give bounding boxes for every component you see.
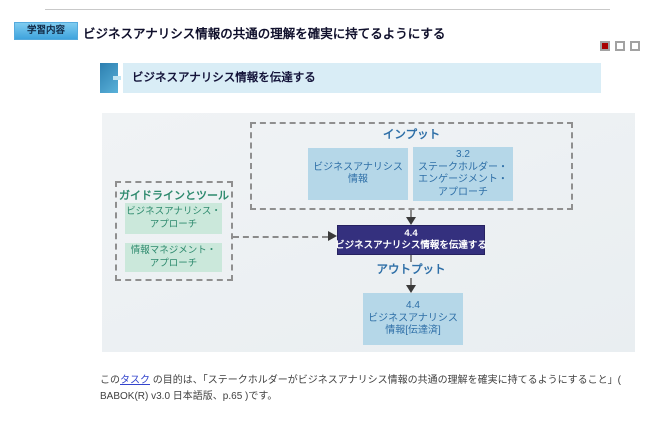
page-indicator[interactable] (600, 41, 610, 51)
box-line: 情報マネジメント・ (130, 245, 217, 256)
box-line: ビジネスアナリシス・ (126, 206, 221, 217)
guidelines-group (115, 181, 233, 281)
footer-text: この (100, 375, 120, 386)
box-line: アプローチ (149, 257, 198, 269)
box-line: 情報 (348, 174, 368, 185)
page-indicators (600, 41, 640, 51)
output-label: アウトプット (376, 264, 446, 276)
output-box-ba-information-communicated: 4.4 ビジネスアナリシス 情報[伝達済] (363, 293, 463, 345)
learning-content-badge: 学習内容 (14, 22, 78, 40)
section-title-bar: ビジネスアナリシス情報を伝達する (123, 63, 601, 93)
box-line: 4.4 (406, 300, 420, 312)
box-line: アプローチ (438, 186, 488, 198)
input-box-stakeholder-engagement-approach: 3.2 ステークホルダー・ エンゲージメント・ アプローチ (413, 147, 513, 201)
page-indicator[interactable] (615, 41, 625, 51)
arrow-down-icon (406, 217, 416, 225)
guideline-box-business-analysis-approach: ビジネスアナリシス・ アプローチ (125, 203, 222, 234)
footer-paragraph: このタスク の目的は、「ステークホルダーがビジネスアナリシス情報の共通の理解を確… (100, 373, 660, 405)
connector-task-to-output (410, 278, 412, 285)
task-link[interactable]: タスク (120, 375, 150, 386)
inputs-group (250, 122, 573, 210)
top-divider (45, 9, 610, 10)
inputs-label: インプット (382, 129, 441, 141)
box-line: 3.2 (456, 149, 470, 160)
arrow-right-icon (328, 231, 337, 241)
arrow-down-icon (406, 285, 416, 293)
footer-text: の目的は、「ステークホルダーがビジネスアナリシス情報の共通の理解を確実に持てるよ… (150, 375, 622, 386)
box-line: エンゲージメント・ (418, 174, 508, 185)
connector-guidelines-to-task (233, 236, 328, 238)
task-box-communicate-ba-information: 4.4 ビジネスアナリシス情報を伝達する (335, 225, 487, 255)
task-number: 4.4 (404, 228, 418, 239)
guideline-box-information-management-approach: 情報マネジメント・ アプローチ (125, 243, 222, 272)
box-line: ステークホルダー・ (418, 161, 508, 173)
input-box-business-analysis-information: ビジネスアナリシス 情報 (308, 148, 408, 200)
diagram-panel: インプット ビジネスアナリシス 情報 3.2 ステークホルダー・ エンゲージメン… (102, 113, 635, 352)
connector-input-to-task (410, 210, 412, 217)
box-line: ビジネスアナリシス (313, 161, 403, 173)
box-line: アプローチ (149, 218, 198, 230)
footer-text: BABOK(R) v3.0 日本語版、p.65 )です。 (100, 391, 278, 402)
guidelines-label: ガイドラインとツール (119, 190, 229, 202)
task-name: ビジネスアナリシス情報を伝達する (335, 240, 487, 251)
connector-task-to-output (410, 255, 412, 262)
box-line: 情報[伝達済] (385, 325, 441, 337)
section-marker-dash-icon (113, 76, 121, 80)
section-marker-icon (100, 63, 121, 93)
page-indicator[interactable] (630, 41, 640, 51)
page-title: ビジネスアナリシス情報の共通の理解を確実に持てるようにする (83, 27, 446, 41)
section-title: ビジネスアナリシス情報を伝達する (132, 72, 316, 84)
box-line: ビジネスアナリシス (368, 312, 458, 324)
section-header: ビジネスアナリシス情報を伝達する (100, 63, 601, 93)
